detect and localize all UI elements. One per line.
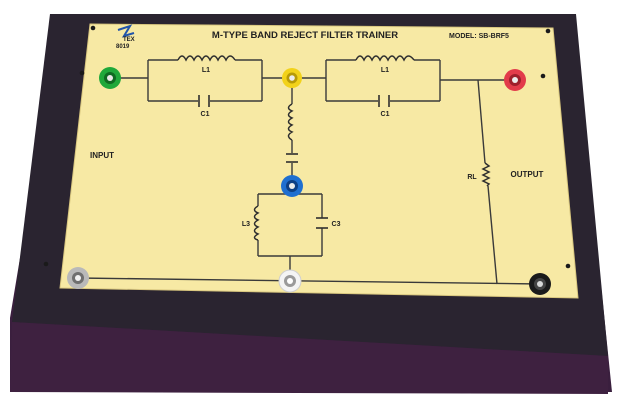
inductor-l1-right: [355, 55, 415, 62]
panel-screw: [79, 70, 85, 76]
label-rl: RL: [467, 174, 477, 181]
socket-ground-white[interactable]: [278, 269, 302, 293]
inductor-l3: [253, 205, 260, 241]
socket-ground-black[interactable]: [529, 273, 551, 295]
capacitor-c1-left: [198, 95, 210, 107]
label-l1-right: L1: [381, 67, 389, 74]
capacitor-c2: [286, 153, 298, 163]
panel-screw: [545, 28, 551, 34]
inductor-l2: [287, 103, 294, 141]
capacitor-c3: [316, 217, 328, 229]
board-title: M-TYPE BAND REJECT FILTER TRAINER: [212, 30, 398, 41]
inductor-l1-left: [177, 55, 236, 62]
socket-junction-yellow[interactable]: [282, 68, 302, 88]
panel-screw: [43, 261, 49, 267]
panel-screw: [565, 263, 571, 269]
label-c1-left: C1: [201, 111, 210, 118]
logo-text: TEX: [123, 37, 135, 43]
capacitor-c1-right: [378, 95, 390, 107]
socket-input-green[interactable]: [99, 67, 121, 89]
socket-node-blue[interactable]: [281, 175, 303, 197]
label-input: INPUT: [90, 151, 114, 160]
model-number: MODEL: SB-BRF5: [449, 33, 509, 40]
label-c1-right: C1: [381, 111, 390, 118]
label-output: OUTPUT: [511, 170, 544, 179]
label-c3: C3: [332, 221, 341, 228]
label-l3: L3: [242, 221, 250, 228]
socket-output-red[interactable]: [504, 69, 526, 91]
board-front-edge: [10, 322, 608, 394]
front-panel: [59, 23, 579, 299]
company-logo: TEX: [117, 24, 135, 43]
panel-screw: [540, 73, 546, 79]
panel-screw: [90, 25, 96, 31]
resistor-rl: [481, 162, 491, 187]
part-number: 8019: [116, 44, 130, 50]
label-l1-left: L1: [202, 67, 210, 74]
socket-ground-gray[interactable]: [67, 267, 89, 289]
